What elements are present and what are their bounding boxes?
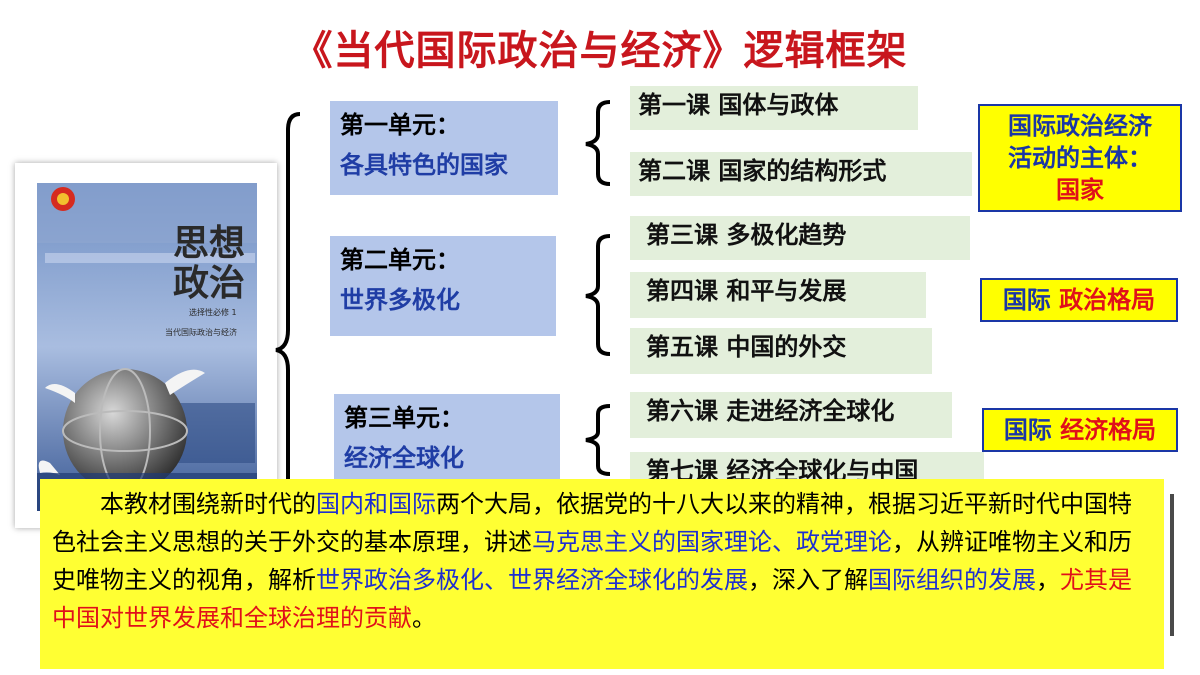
note-text-6: 。 bbox=[412, 604, 436, 632]
note-text-5: ， bbox=[1036, 566, 1060, 594]
unit-1-brace bbox=[585, 100, 611, 186]
unit-3: 第三单元： 经济全球化 bbox=[334, 394, 560, 484]
note-highlight-international-orgs: 国际组织的发展 bbox=[868, 566, 1036, 594]
political-pattern-box: 国际 政治格局 bbox=[980, 278, 1178, 322]
unit-3-subtitle: 经济全球化 bbox=[344, 444, 464, 472]
note-text-1: 本教材围绕新时代的 bbox=[100, 490, 316, 518]
actor-box-line1: 国际政治经济 bbox=[1008, 112, 1152, 140]
lesson-7: 第七课 经济全球化与中国 bbox=[630, 452, 984, 482]
unit-1-subtitle: 各具特色的国家 bbox=[340, 151, 508, 179]
lesson-4: 第四课 和平与发展 bbox=[630, 272, 926, 318]
note-text-2: 两个大局，依据党的十八大以来的精神，根据习近平新时代中国特色社会主义思想的关于外… bbox=[52, 490, 1132, 556]
book-subtitle: 当代国际政治与经济 bbox=[165, 328, 237, 337]
unit-2: 第二单元： 世界多极化 bbox=[330, 236, 556, 336]
economic-pattern-label: 经济格局 bbox=[1060, 416, 1157, 444]
cover-artwork bbox=[37, 183, 257, 511]
book-title-line2: 政治 bbox=[173, 262, 246, 304]
textbook-cover: 思想 政治 选择性必修 1 当代国际政治与经济 bbox=[15, 163, 277, 528]
book-series: 选择性必修 1 bbox=[189, 308, 237, 317]
actor-box-line3: 国家 bbox=[1056, 176, 1104, 204]
political-pattern-prefix: 国际 bbox=[1002, 286, 1051, 314]
unit-2-subtitle: 世界多极化 bbox=[340, 286, 460, 314]
lesson-2: 第二课 国家的结构形式 bbox=[630, 152, 972, 196]
note-side-border bbox=[1170, 494, 1174, 636]
note-highlight-marxist-theory: 马克思主义的国家理论、政党理论 bbox=[532, 528, 892, 556]
summary-note: 本教材围绕新时代的国内和国际两个大局，依据党的十八大以来的精神，根据习近平新时代… bbox=[40, 479, 1164, 669]
actor-box-line2: 活动的主体： bbox=[1008, 144, 1152, 172]
political-pattern-label: 政治格局 bbox=[1059, 286, 1156, 314]
book-title-line1: 思想 bbox=[173, 222, 246, 264]
note-text-4: ，深入了解 bbox=[748, 566, 868, 594]
page-title: 《当代国际政治与经济》逻辑框架 bbox=[292, 28, 908, 74]
unit-2-name: 第二单元： bbox=[340, 246, 460, 274]
note-highlight-china-contribution: 尤其是中国对世界发展和全球治理的贡献 bbox=[52, 566, 1132, 632]
book-title: 思想 政治 bbox=[173, 223, 245, 303]
unit-2-brace bbox=[585, 234, 611, 356]
note-highlight-multipolar-globalization: 世界政治多极化、世界经济全球化的发展 bbox=[316, 566, 748, 594]
economic-pattern-box: 国际 经济格局 bbox=[982, 408, 1178, 452]
unit-1-name: 第一单元： bbox=[340, 111, 460, 139]
economic-pattern-prefix: 国际 bbox=[1003, 416, 1052, 444]
unit-1: 第一单元： 各具特色的国家 bbox=[330, 101, 558, 195]
lesson-5: 第五课 中国的外交 bbox=[630, 328, 932, 374]
note-text-3: ，从辨证唯物主义和历史唯物主义的视角，解析 bbox=[52, 528, 1132, 594]
unit-3-brace bbox=[585, 404, 611, 476]
unit-3-name: 第三单元： bbox=[344, 404, 464, 432]
actor-box: 国际政治经济 活动的主体： 国家 bbox=[978, 104, 1182, 212]
lesson-6: 第六课 走进经济全球化 bbox=[630, 392, 952, 438]
lesson-3: 第三课 多极化趋势 bbox=[630, 216, 970, 260]
note-highlight-domestic-international: 国内和国际 bbox=[316, 490, 436, 518]
lesson-1: 第一课 国体与政体 bbox=[630, 86, 918, 130]
